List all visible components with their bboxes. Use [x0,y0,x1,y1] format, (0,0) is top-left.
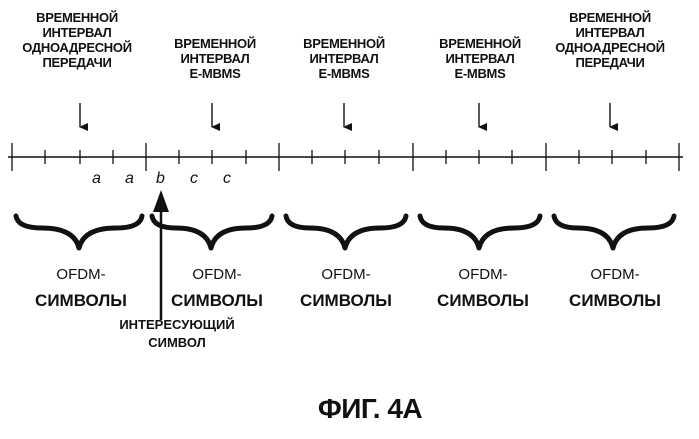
slot-arrows [80,103,610,127]
symbol-c-1: c [190,170,198,188]
symbol-b: b [156,170,165,188]
ofdm-line1: OFDM- [550,262,680,288]
ofdm-line1: OFDM- [281,262,411,288]
brace-1 [16,216,142,248]
symbol-a-2: a [125,170,134,188]
interest-arrowhead [153,190,169,212]
ofdm-label-3: OFDM- СИМВОЛЫ [281,262,411,314]
ofdm-line1: OFDM- [16,262,146,288]
ofdm-braces [16,216,674,248]
ofdm-label-2: OFDM- СИМВОЛЫ [152,262,282,314]
symbol-a-1: a [92,170,101,188]
ofdm-label-1: OFDM- СИМВОЛЫ [16,262,146,314]
ofdm-label-5: OFDM- СИМВОЛЫ [550,262,680,314]
brace-2 [152,216,272,248]
interest-symbol-label: ИНТЕРЕСУЮЩИЙ СИМВОЛ [92,316,262,352]
ofdm-line2: СИМВОЛЫ [281,288,411,314]
ofdm-line2: СИМВОЛЫ [152,288,282,314]
brace-3 [286,216,406,248]
ofdm-line2: СИМВОЛЫ [550,288,680,314]
figure-caption: ФИГ. 4А [300,393,440,425]
symbol-c-2: c [223,170,231,188]
ofdm-line2: СИМВОЛЫ [16,288,146,314]
brace-4 [420,216,540,248]
ofdm-line2: СИМВОЛЫ [418,288,548,314]
ofdm-line1: OFDM- [418,262,548,288]
brace-5 [554,216,674,248]
ofdm-label-4: OFDM- СИМВОЛЫ [418,262,548,314]
ofdm-line1: OFDM- [152,262,282,288]
